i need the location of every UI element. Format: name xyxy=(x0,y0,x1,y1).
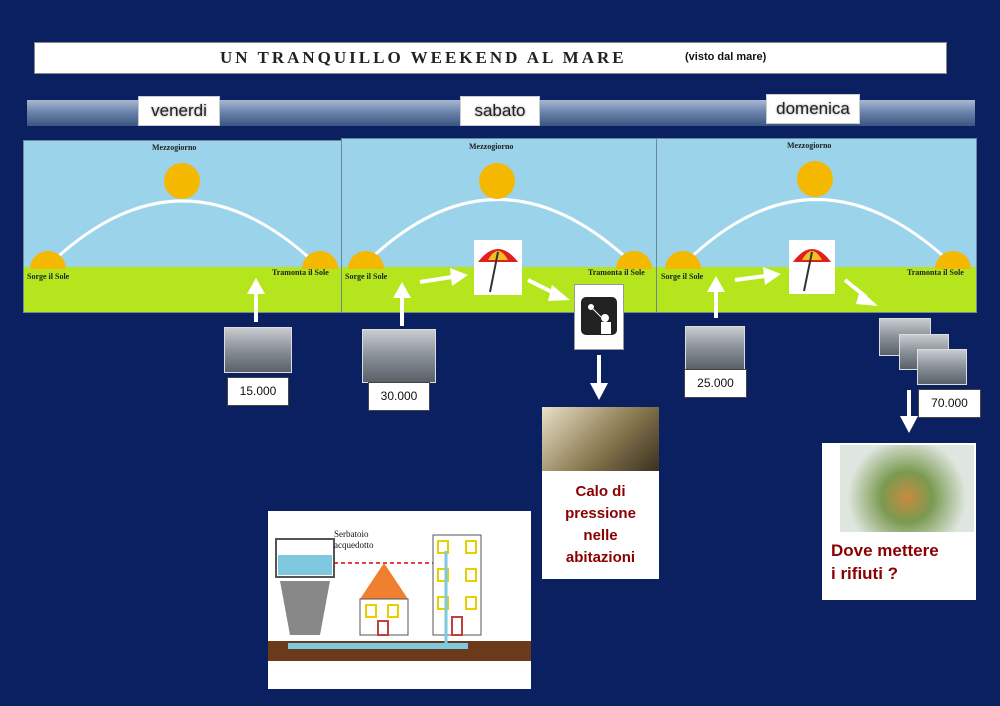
count-sunday: 25.000 xyxy=(684,369,747,398)
sunset-label: Tramonta il Sole xyxy=(272,268,329,277)
waste-photo xyxy=(840,445,974,532)
sun-arc-diagram xyxy=(665,161,971,269)
faucet-photo xyxy=(542,407,659,471)
sun-icon xyxy=(302,251,338,269)
count-friday: 15.000 xyxy=(227,377,289,406)
sun-arc-diagram xyxy=(30,163,338,269)
day-label-saturday: sabato xyxy=(460,96,540,126)
day-label-sunday: domenica xyxy=(766,94,860,124)
sunrise-label: Sorge il Sole xyxy=(27,272,70,281)
traffic-photo xyxy=(362,329,436,383)
count-saturday: 30.000 xyxy=(368,382,430,411)
sun-icon xyxy=(665,251,701,269)
tank-label-2: acquedotto xyxy=(334,540,374,550)
page-title: UN TRANQUILLO WEEKEND AL MARE xyxy=(220,48,627,67)
beach-umbrella-icon xyxy=(789,240,835,294)
sun-icon xyxy=(30,251,66,269)
page-subtitle: (visto dal mare) xyxy=(685,51,767,63)
traffic-photo xyxy=(224,327,292,373)
beach-umbrella-icon xyxy=(474,240,522,295)
sky xyxy=(24,141,341,269)
pressure-card: Calo di pressione nelle abitazioni xyxy=(542,407,659,579)
noon-label: Mezzogiorno xyxy=(469,142,514,151)
sun-icon xyxy=(797,161,833,197)
sun-icon xyxy=(616,251,652,269)
water-system-diagram: Serbatoio acquedotto xyxy=(268,511,531,689)
sun-icon xyxy=(479,163,515,199)
shower-icon-card xyxy=(574,284,624,350)
grass xyxy=(24,267,341,312)
day-label-friday: venerdi xyxy=(138,96,220,126)
sunrise-label: Sorge il Sole xyxy=(661,272,704,281)
waste-line-2: i rifiuti ? xyxy=(831,564,899,583)
waste-line-1: Dove mettere xyxy=(831,541,939,560)
shower-icon xyxy=(581,297,617,335)
tank-label-1: Serbatoio xyxy=(334,529,369,539)
traffic-photo xyxy=(685,326,745,370)
sunset-label: Tramonta il Sole xyxy=(907,268,964,277)
sunset-label: Tramonta il Sole xyxy=(588,268,645,277)
panel-friday: Mezzogiorno Sorge il Sole Tramonta il So… xyxy=(23,140,342,313)
noon-label: Mezzogiorno xyxy=(152,143,197,152)
panel-saturday: Mezzogiorno Sorge il Sole Tramonta il So… xyxy=(341,138,657,313)
noon-label: Mezzogiorno xyxy=(787,141,832,150)
sun-icon xyxy=(164,163,200,199)
traffic-photo xyxy=(917,349,967,385)
sun-arc-diagram xyxy=(348,163,652,269)
count-sunday-extra: 70.000 xyxy=(918,389,981,418)
waste-card: Dove mettere i rifiuti ? xyxy=(822,443,976,600)
title-bar: UN TRANQUILLO WEEKEND AL MARE (visto dal… xyxy=(34,42,947,74)
pressure-line-2: pressione xyxy=(565,505,636,522)
sunrise-label: Sorge il Sole xyxy=(345,272,388,281)
sun-icon xyxy=(348,251,384,269)
pressure-line-1: Calo di xyxy=(575,483,626,500)
pressure-line-4: abitazioni xyxy=(565,549,636,566)
sun-icon xyxy=(935,251,971,269)
pressure-line-3: nelle xyxy=(583,527,618,544)
